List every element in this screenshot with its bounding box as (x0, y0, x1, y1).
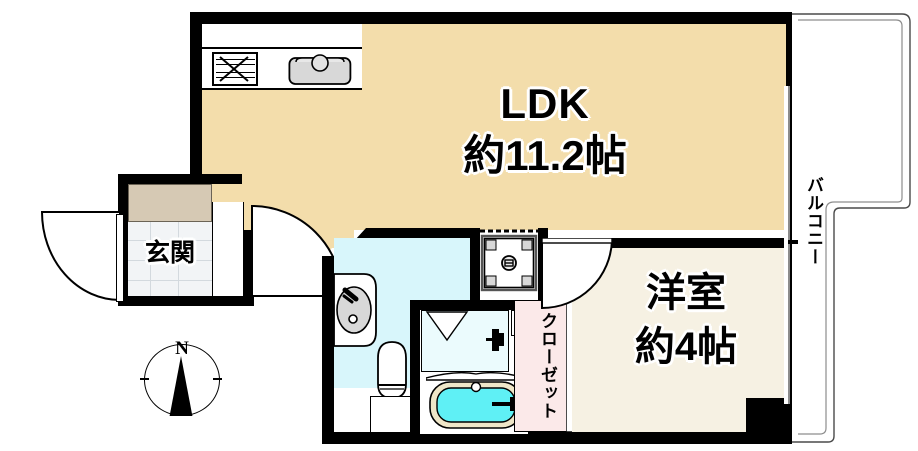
kitchen-counter-divider (202, 47, 362, 49)
compass-rose: N (140, 338, 224, 422)
wall-bedroom-top (572, 238, 786, 248)
balcony-area (790, 12, 912, 444)
pillar-bedroom-br (746, 398, 792, 444)
toilet-base (370, 396, 412, 432)
kitchen-sink (288, 52, 352, 86)
bedroom-label-size: 約4帖 (634, 325, 738, 369)
wall-bath-left (410, 300, 420, 444)
gas-stove (212, 52, 258, 86)
balcony-outline-outer (790, 12, 912, 444)
wall-genkan-bottom (118, 296, 254, 306)
wall-washroom-left (322, 256, 334, 444)
shoe-cabinet (128, 184, 212, 222)
wall-ldk-left (190, 12, 202, 202)
toilet (374, 340, 410, 400)
shower-mixer (486, 328, 508, 352)
wall-wm-left (470, 228, 480, 300)
window-ldk-right (784, 86, 788, 404)
wall-bedroom-bottom (538, 432, 786, 444)
entrance-door[interactable] (40, 210, 122, 304)
wall-bath-top (410, 300, 538, 310)
ldk-label-size: 約11.2帖 (463, 132, 627, 179)
compass-tick-east (213, 378, 222, 380)
wall-top (190, 12, 790, 24)
bedroom-label-name: 洋室 (646, 271, 726, 315)
wall-genkan-top (118, 174, 242, 184)
wall-bottom-left-block (322, 432, 370, 444)
washroom-floor-corner (334, 238, 378, 282)
washbasin (334, 272, 378, 348)
entrance-floor (128, 222, 212, 296)
bedroom-door[interactable] (540, 238, 614, 312)
compass-tick-west (140, 378, 149, 380)
compass-north-letter: N (175, 338, 189, 359)
bathtub (426, 372, 526, 430)
balcony-label: バルコニー (804, 176, 823, 266)
entrance-door-leaf[interactable] (116, 214, 124, 302)
ldk-label-name: LDK (500, 80, 590, 127)
wall-washroom-bottom (322, 432, 538, 444)
closet-label: クローゼット (538, 312, 557, 420)
entrance-label: 玄関 (144, 239, 195, 267)
wm-dashed-line (480, 229, 542, 233)
wall-washroom-top (366, 228, 470, 238)
balcony-outline-svg (792, 13, 911, 443)
washing-machine (480, 234, 538, 292)
hallway-floor (212, 202, 244, 296)
